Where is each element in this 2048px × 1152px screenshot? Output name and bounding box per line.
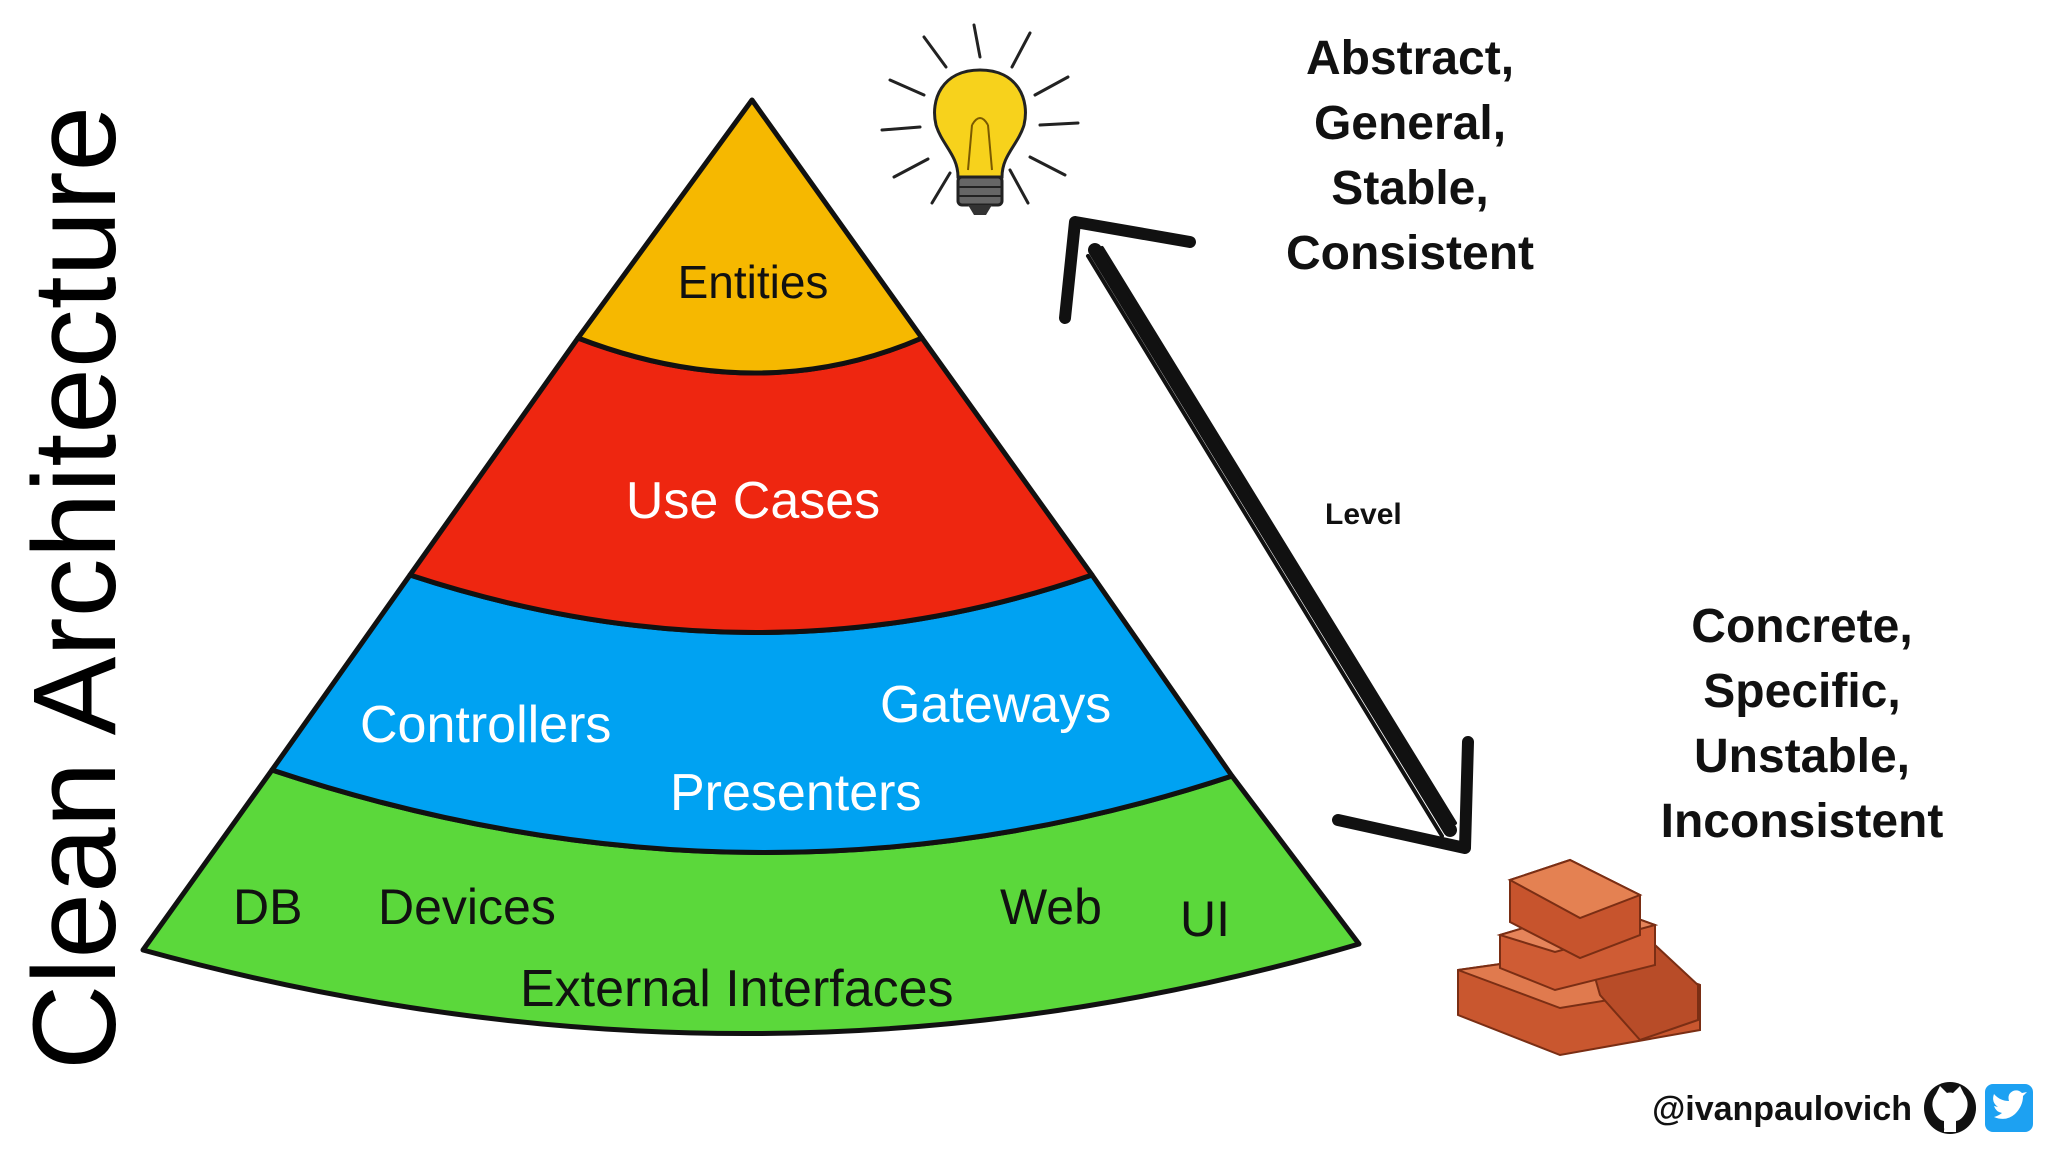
layer-labels: Entities Use Cases Controllers Gateways … [233, 256, 1230, 1018]
twitter-icon[interactable] [1985, 1084, 2033, 1132]
top-attribute: Stable, [1331, 162, 1488, 215]
top-attribute: Abstract, [1306, 32, 1514, 85]
controllers-label: Controllers [360, 696, 611, 754]
bottom-attribute: Unstable, [1694, 730, 1910, 783]
architecture-pyramid [140, 97, 1362, 1036]
top-attribute: Consistent [1286, 227, 1534, 280]
level-arrow [1059, 216, 1474, 854]
github-icon[interactable] [1924, 1082, 1976, 1134]
external-interfaces-label: External Interfaces [520, 960, 954, 1018]
top-attribute: General, [1314, 97, 1506, 150]
web-label: Web [1000, 879, 1102, 935]
db-label: DB [233, 879, 302, 935]
vertical-title: Clean Architecture [9, 106, 141, 1070]
ui-label: UI [1180, 891, 1230, 947]
top-attributes: Abstract, General, Stable, Consistent [1286, 32, 1534, 280]
bottom-attribute: Inconsistent [1661, 795, 1944, 848]
devices-label: Devices [378, 879, 556, 935]
level-label: Level [1325, 498, 1402, 531]
bottom-attribute: Concrete, [1691, 600, 1912, 653]
page-title: Clean Architecture [9, 106, 141, 1070]
gateways-label: Gateways [880, 676, 1111, 734]
entities-label: Entities [678, 256, 829, 308]
author-handle: @ivanpaulovich [1652, 1090, 1912, 1128]
presenters-label: Presenters [670, 764, 921, 822]
use-cases-label: Use Cases [626, 472, 880, 530]
bricks-icon [1457, 858, 1701, 1057]
layer-entities [575, 97, 925, 376]
lightbulb-icon [880, 23, 1080, 215]
bottom-attributes: Concrete, Specific, Unstable, Inconsiste… [1661, 600, 1944, 848]
bottom-attribute: Specific, [1703, 665, 1900, 718]
